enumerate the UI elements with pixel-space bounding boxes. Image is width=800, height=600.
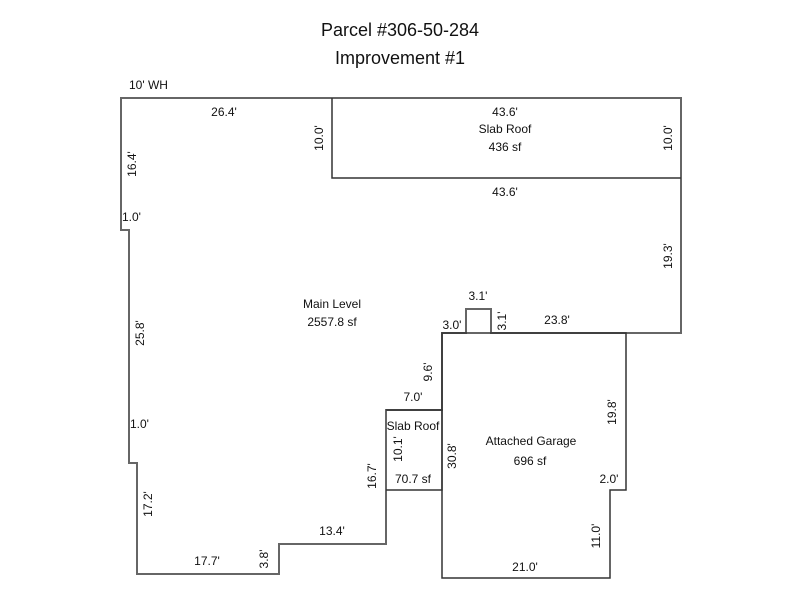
parcel-title: Parcel #306-50-284: [320, 20, 480, 40]
dim-jog-upper: 1.0': [122, 210, 141, 224]
wall-height-note: 10' WH: [129, 78, 168, 92]
dim-main-left-upper: 16.4': [125, 151, 139, 177]
dim-bump-height: 3.1': [495, 312, 509, 331]
dim-main-inner-upper: 9.6': [421, 363, 435, 382]
main-level-name: Main Level: [303, 297, 361, 311]
dim-small-slab-width: 7.0': [404, 390, 423, 404]
dim-bump-left: 3.0': [443, 318, 462, 332]
dim-garage-left: 30.8': [445, 443, 459, 469]
improvement-title: Improvement #1: [334, 48, 466, 68]
dim-slab-top: 43.6': [492, 105, 518, 119]
dim-main-step: 3.8': [257, 550, 271, 569]
slab-roof-top-area: 436 sf: [489, 140, 522, 154]
main-level-outline: [120, 97, 682, 575]
garage-area: 696 sf: [514, 454, 547, 468]
garage-outline: [441, 332, 627, 579]
dim-small-slab-height: 10.1': [391, 436, 405, 462]
dim-garage-right-lower: 11.0': [589, 524, 603, 549]
dim-jog-lower: 1.0': [130, 417, 149, 431]
dim-main-bottom-mid: 13.4': [319, 524, 345, 538]
slab-roof-small-name: Slab Roof: [387, 419, 440, 433]
dim-slab-bottom: 43.6': [492, 185, 518, 199]
dim-main-right: 19.3': [661, 243, 675, 269]
dim-main-inner-vert: 16.7': [365, 463, 379, 489]
dim-main-right-bottom: 23.8': [544, 313, 570, 327]
slab-roof-top-outline: [331, 98, 681, 179]
dim-garage-right-upper: 19.8': [605, 399, 619, 425]
slab-roof-top-name: Slab Roof: [479, 122, 532, 136]
dim-main-bottom-left: 17.7': [194, 554, 220, 568]
slab-roof-small-area: 70.7 sf: [395, 472, 432, 486]
dim-slab-right: 10.0': [661, 125, 675, 151]
main-level-area: 2557.8 sf: [307, 315, 357, 329]
dim-bump-width: 3.1': [469, 289, 488, 303]
garage-name: Attached Garage: [486, 434, 577, 448]
dim-main-left-mid: 25.8': [133, 320, 147, 346]
dim-garage-bottom: 21.0': [512, 560, 538, 574]
dim-slab-left: 10.0': [312, 125, 326, 151]
dim-garage-jog: 2.0': [600, 472, 619, 486]
dim-main-left-lower: 17.2': [141, 491, 155, 517]
dim-main-top: 26.4': [211, 105, 237, 119]
